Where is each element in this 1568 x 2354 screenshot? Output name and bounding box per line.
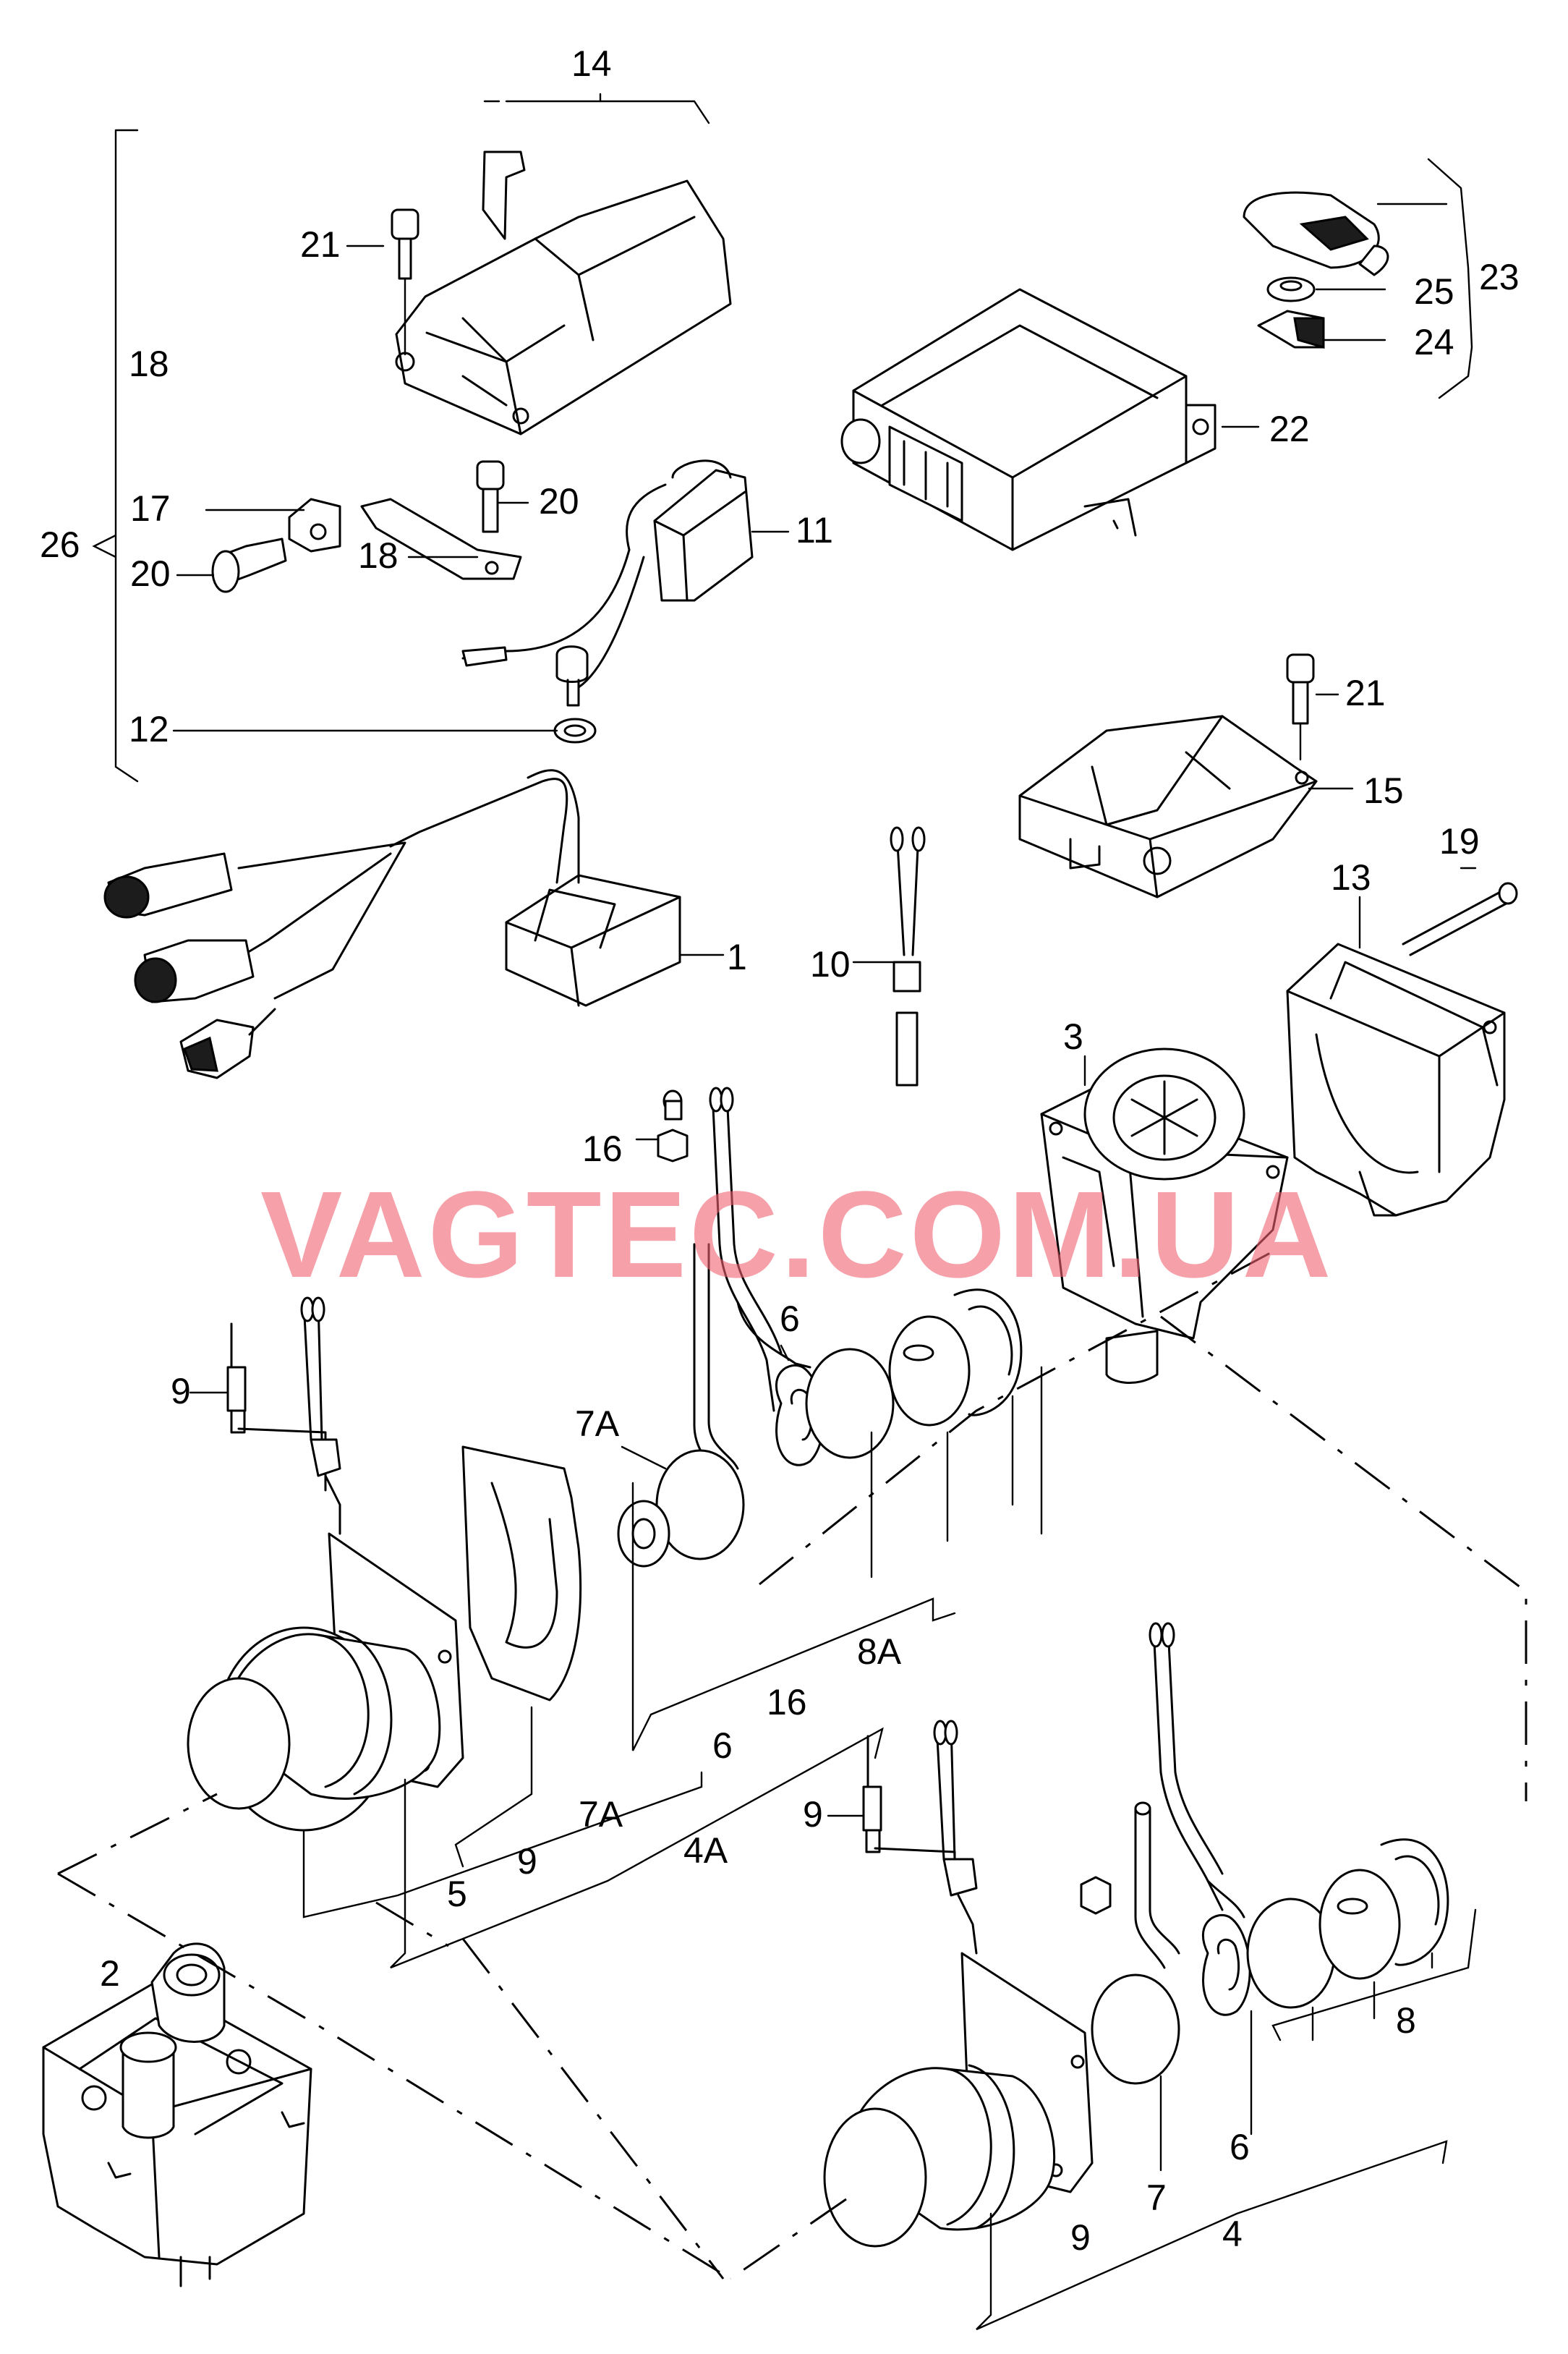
callout-24: 24 bbox=[1414, 322, 1454, 362]
callout-4: 4 bbox=[1222, 2214, 1243, 2254]
housing-part-15 bbox=[1018, 715, 1318, 898]
callout-5: 5 bbox=[447, 1874, 467, 1914]
callout-17: 17 bbox=[130, 488, 171, 529]
nut-part-16 bbox=[657, 1089, 689, 1163]
callout-23: 23 bbox=[1479, 257, 1520, 297]
battery-part-25 bbox=[1266, 276, 1316, 302]
housing-part-3 bbox=[1040, 1048, 1289, 1385]
callout-22: 22 bbox=[1269, 409, 1310, 449]
gasket-part-upper-plate bbox=[461, 1445, 582, 1701]
cover-part-14 bbox=[395, 100, 732, 435]
burner-part-4 bbox=[823, 1952, 1094, 2248]
callout-7A-lower: 7A bbox=[579, 1794, 623, 1835]
watermark: VAGTEC.COM.UA bbox=[260, 1166, 1334, 1304]
gasket-part-7A bbox=[617, 1449, 745, 1568]
nut-part-lower bbox=[1080, 1876, 1112, 1915]
screw-part-20-lower bbox=[211, 537, 287, 593]
callout-11: 11 bbox=[796, 510, 833, 551]
callout-18-lower: 18 bbox=[358, 535, 399, 576]
cover-part-24 bbox=[1257, 310, 1325, 349]
callout-13: 13 bbox=[1331, 857, 1371, 898]
callout-20-lower: 20 bbox=[130, 553, 171, 594]
assembly-axis-lines bbox=[57, 1250, 1527, 2280]
callout-7A-upper: 7A bbox=[575, 1403, 620, 1444]
callout-1: 1 bbox=[727, 937, 747, 977]
callout-8: 8 bbox=[1396, 2000, 1416, 2041]
sensor-part-9-upper bbox=[226, 1322, 327, 1492]
strip-part-18 bbox=[360, 498, 522, 580]
discs-part-8A bbox=[805, 1288, 1023, 1459]
callout-4A: 4A bbox=[683, 1830, 728, 1871]
clip-part-17 bbox=[288, 498, 341, 553]
gasket-part-7 bbox=[1091, 1973, 1180, 2085]
callout-6-mid: 6 bbox=[712, 1725, 733, 1766]
callout-6-upper: 6 bbox=[780, 1299, 800, 1339]
probe-part-10 bbox=[890, 826, 926, 1087]
harness-upper-burner bbox=[300, 1296, 341, 1535]
remote-key-part-23 bbox=[1243, 191, 1389, 276]
callout-21-top: 21 bbox=[300, 224, 341, 265]
callout-6-lower: 6 bbox=[1230, 2127, 1250, 2167]
bracket-23 bbox=[1427, 158, 1473, 399]
burner-part-5 bbox=[187, 1532, 464, 1832]
discs-part-8 bbox=[1246, 1838, 1449, 2009]
callout-8A: 8A bbox=[857, 1631, 902, 1672]
callout-19: 19 bbox=[1439, 821, 1480, 862]
leader-lines bbox=[92, 93, 1477, 2331]
callout-15: 15 bbox=[1363, 770, 1404, 811]
callout-3: 3 bbox=[1063, 1016, 1083, 1057]
screw-part-21-top bbox=[391, 208, 419, 356]
callout-9-lower: 9 bbox=[803, 1794, 823, 1835]
callout-21-right: 21 bbox=[1345, 673, 1386, 713]
callout-9-upper: 9 bbox=[171, 1371, 191, 1411]
callout-16-upper: 16 bbox=[582, 1129, 623, 1169]
tube-part-6-lower bbox=[1134, 1801, 1180, 1969]
callout-12: 12 bbox=[129, 709, 169, 749]
callout-10: 10 bbox=[810, 944, 851, 985]
bolt-part-19 bbox=[1402, 882, 1518, 956]
control-unit-part-22 bbox=[840, 288, 1217, 551]
callout-26: 26 bbox=[40, 524, 80, 565]
callout-14: 14 bbox=[571, 43, 612, 84]
callout-20-upper: 20 bbox=[539, 481, 579, 522]
sensor-part-11 bbox=[461, 459, 754, 744]
callout-labels: 14 21 18 17 26 20 18 20 11 12 22 23 25 2… bbox=[40, 43, 1520, 2258]
callout-9-mid: 9 bbox=[517, 1841, 537, 1882]
callout-16-lower: 16 bbox=[767, 1682, 807, 1722]
callout-9-bottom: 9 bbox=[1070, 2217, 1091, 2258]
wiring-harness-part-1 bbox=[103, 769, 681, 1079]
callout-7: 7 bbox=[1146, 2177, 1167, 2218]
cover-part-13 bbox=[1286, 943, 1506, 1217]
glow-plug-part-6-lower bbox=[1149, 1622, 1251, 2016]
harness-lower-burner bbox=[933, 1720, 978, 1955]
callout-2: 2 bbox=[100, 1953, 120, 1994]
callout-18-top: 18 bbox=[129, 344, 169, 384]
callout-25: 25 bbox=[1414, 271, 1454, 312]
screw-part-21-right bbox=[1286, 653, 1315, 761]
heater-body-part-2 bbox=[42, 1942, 312, 2287]
screw-part-20-upper bbox=[476, 460, 505, 533]
